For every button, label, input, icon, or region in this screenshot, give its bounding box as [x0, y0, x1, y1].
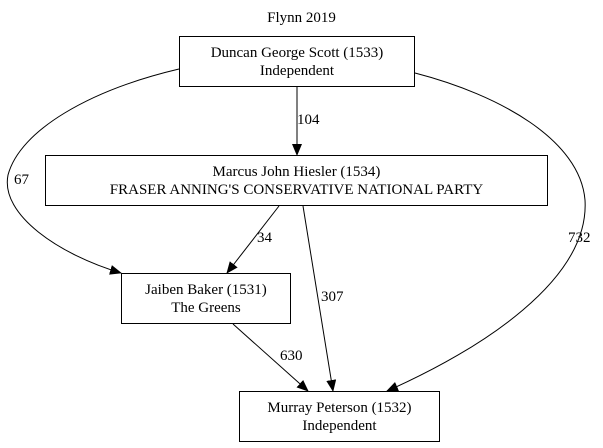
node-hiesler: Marcus John Hiesler (1534) FRASER ANNING…: [45, 155, 548, 206]
node-baker-party: The Greens: [171, 299, 241, 316]
edge-scott-peterson: [386, 72, 586, 392]
diagram-title: Flynn 2019: [267, 10, 336, 26]
node-peterson: Murray Peterson (1532) Independent: [239, 391, 440, 442]
edge-label-baker-peterson: 630: [280, 348, 303, 364]
node-baker-name: Jaiben Baker (1531): [145, 281, 267, 298]
edge-hiesler-baker: [226, 205, 280, 274]
node-baker: Jaiben Baker (1531) The Greens: [121, 273, 291, 324]
edge-label-hiesler-baker: 34: [257, 230, 272, 246]
edge-scott-baker: [6, 68, 180, 275]
node-scott-party: Independent: [259, 62, 335, 79]
edge-hiesler-peterson: [302, 205, 337, 392]
edges-layer: [6, 68, 586, 392]
edge-label-scott-hiesler: 104: [297, 112, 320, 128]
node-scott-name: Duncan George Scott (1533): [210, 44, 384, 61]
node-peterson-party: Independent: [302, 417, 377, 434]
edge-label-scott-peterson: 732: [568, 230, 591, 246]
node-scott: Duncan George Scott (1533) Independent: [179, 36, 415, 87]
edge-label-hiesler-peterson: 307: [321, 289, 344, 305]
edge-baker-peterson: [232, 323, 309, 392]
node-peterson-name: Murray Peterson (1532): [267, 399, 412, 416]
node-hiesler-party: FRASER ANNING'S CONSERVATIVE NATIONAL PA…: [109, 181, 484, 198]
edge-label-scott-baker: 67: [14, 172, 29, 188]
node-hiesler-name: Marcus John Hiesler (1534): [212, 163, 381, 180]
